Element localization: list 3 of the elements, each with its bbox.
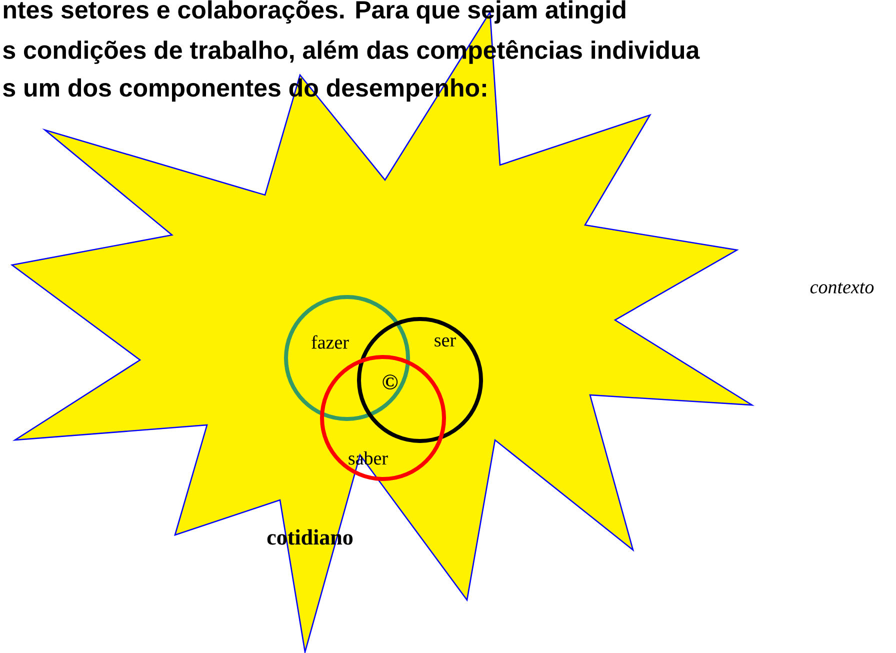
paragraph-text: ntes setores e colaborações. Para que sejam atingid — [4, 0, 626, 24]
copyright-symbol: © — [382, 374, 398, 390]
context-label: contexto — [810, 282, 874, 294]
